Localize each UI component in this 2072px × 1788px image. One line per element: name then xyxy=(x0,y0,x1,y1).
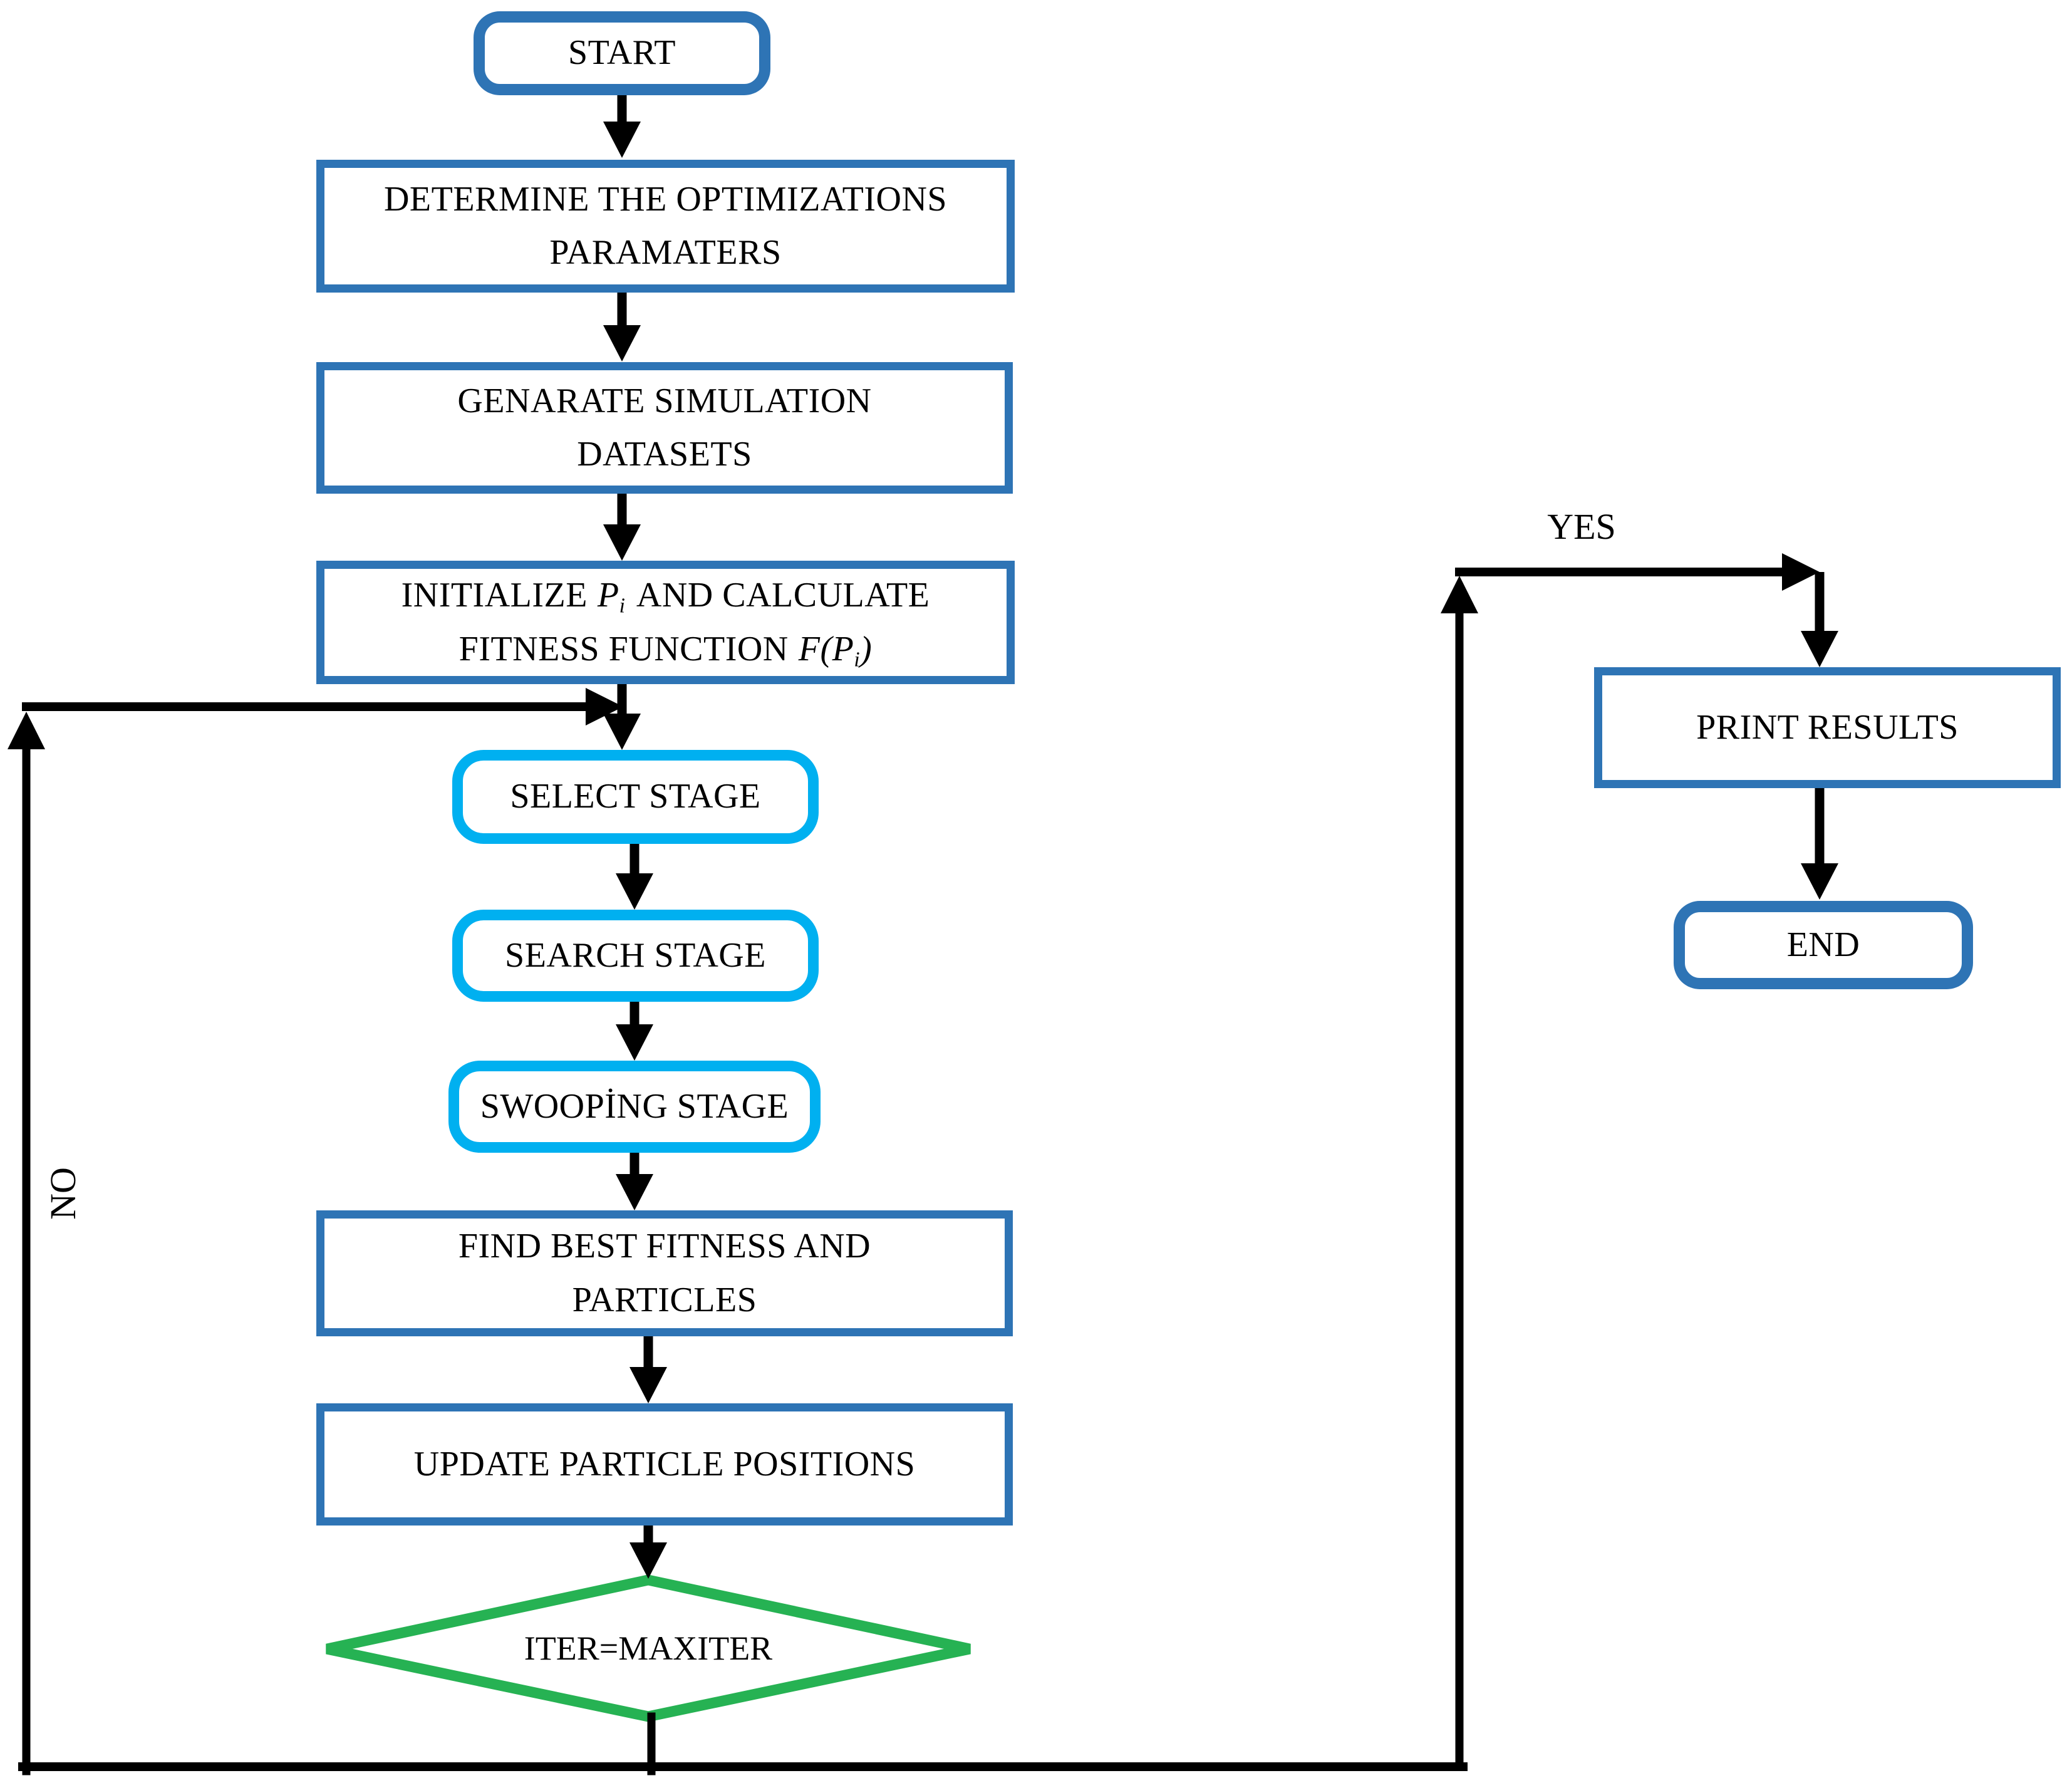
end-label: END xyxy=(1786,925,1860,964)
arrow-select-to-search xyxy=(616,844,653,910)
node-start: START xyxy=(474,11,770,95)
node-select-stage: SELECT STAGE xyxy=(452,750,819,844)
math-p-symbol: P xyxy=(597,576,619,615)
edge-yes-path xyxy=(1441,553,1838,1771)
initialize-line1-text2: AND CALCULATE xyxy=(629,576,930,615)
math-p-subscript: i xyxy=(619,594,626,618)
arrow-search-to-swooping xyxy=(616,1002,653,1061)
generate-line1: GENARATE SIMULATION xyxy=(457,381,872,420)
math-p2-subscript: i xyxy=(854,647,861,671)
arrow-update-to-decision xyxy=(629,1526,667,1579)
arrow-initialize-to-select xyxy=(603,683,641,750)
findbest-line2: PARTICLES xyxy=(572,1280,757,1319)
print-results-label: PRINT RESULTS xyxy=(1696,707,1959,747)
arrow-print-to-end xyxy=(1801,788,1838,900)
node-print-results: PRINT RESULTS xyxy=(1594,667,2061,788)
math-p2-symbol: P xyxy=(832,629,854,668)
swooping-stage-label: SWOOPİNG STAGE xyxy=(480,1086,789,1126)
arrow-determine-to-generate xyxy=(603,291,641,361)
node-generate-datasets: GENARATE SIMULATION DATASETS xyxy=(316,362,1013,494)
arrow-generate-to-initialize xyxy=(603,494,641,561)
math-paren-open: ( xyxy=(820,629,832,668)
node-update-positions: UPDATE PARTICLE POSITIONS xyxy=(316,1403,1013,1526)
initialize-line1-text: INITIALIZE xyxy=(401,576,588,615)
arrow-start-to-determine xyxy=(603,94,641,158)
decision-text: ITER=MAXITER xyxy=(524,1629,773,1667)
node-swooping-stage: SWOOPİNG STAGE xyxy=(448,1061,821,1153)
node-end: END xyxy=(1674,901,1973,989)
update-positions-label: UPDATE PARTICLE POSITIONS xyxy=(413,1444,916,1484)
search-stage-label: SEARCH STAGE xyxy=(505,935,766,975)
edge-no-loop xyxy=(8,688,1468,1775)
determine-line2: PARAMATERS xyxy=(549,233,782,272)
yes-edge-label: YES xyxy=(1547,506,1616,547)
node-find-best-fitness: FIND BEST FITNESS AND PARTICLES xyxy=(316,1210,1013,1336)
select-stage-label: SELECT STAGE xyxy=(510,777,761,816)
initialize-line2-text: FITNESS FUNCTION xyxy=(458,629,789,668)
arrow-swooping-to-findbest xyxy=(616,1153,653,1210)
determine-line1: DETERMINE THE OPTIMIZATIONS xyxy=(383,179,948,219)
decision-label: ITER=MAXITER xyxy=(327,1581,970,1715)
arrow-findbest-to-update xyxy=(629,1336,667,1403)
node-search-stage: SEARCH STAGE xyxy=(452,910,819,1002)
generate-line2: DATASETS xyxy=(577,435,752,474)
math-paren-close: ) xyxy=(860,629,873,668)
no-edge-label: NO xyxy=(42,1167,83,1220)
findbest-line1: FIND BEST FITNESS AND xyxy=(458,1227,871,1266)
math-f-symbol: F xyxy=(798,629,821,668)
start-label: START xyxy=(567,33,676,73)
node-determine-parameters: DETERMINE THE OPTIMIZATIONS PARAMATERS xyxy=(316,160,1015,293)
